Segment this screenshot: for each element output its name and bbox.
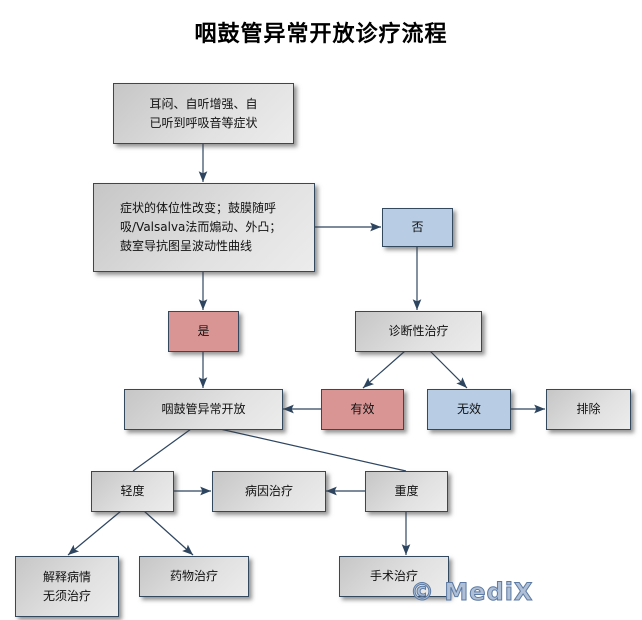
diagram-title: 咽鼓管异常开放诊疗流程 xyxy=(194,22,448,47)
node-no: 否 xyxy=(382,208,453,247)
edge-diagnostic-ineffective xyxy=(429,350,468,389)
edge-mild-explain xyxy=(67,510,122,556)
node-symptoms: 耳闷、自听增强、自 已听到呼吸音等症状 xyxy=(113,83,294,144)
node-surgery: 手术治疗 xyxy=(339,556,449,597)
edge-mild-drug xyxy=(143,510,194,556)
edge-diagnostic-effective xyxy=(362,350,406,389)
node-etiology-treatment: 病因治疗 xyxy=(212,471,326,512)
node-mild: 轻度 xyxy=(91,471,174,512)
node-ineffective: 无效 xyxy=(427,389,511,430)
node-signs: 症状的体位性改变；鼓膜随呼 吸/Valsalva法而煽动、外凸； 鼓室导抗图呈波… xyxy=(93,183,315,272)
edge-abnormal-severe xyxy=(219,428,407,472)
watermark-logo: © MediX xyxy=(409,578,534,607)
node-severe: 重度 xyxy=(365,471,448,512)
node-yes: 是 xyxy=(168,311,239,352)
node-abnormal-patency: 咽鼓管异常开放 xyxy=(124,389,283,430)
node-explain: 解释病情 无须治疗 xyxy=(15,556,119,617)
node-drug-treatment: 药物治疗 xyxy=(139,556,249,597)
node-diagnostic-treatment: 诊断性治疗 xyxy=(355,311,482,352)
edge-abnormal-mild xyxy=(132,428,192,472)
node-exclude: 排除 xyxy=(546,389,631,430)
node-effective: 有效 xyxy=(321,389,404,430)
